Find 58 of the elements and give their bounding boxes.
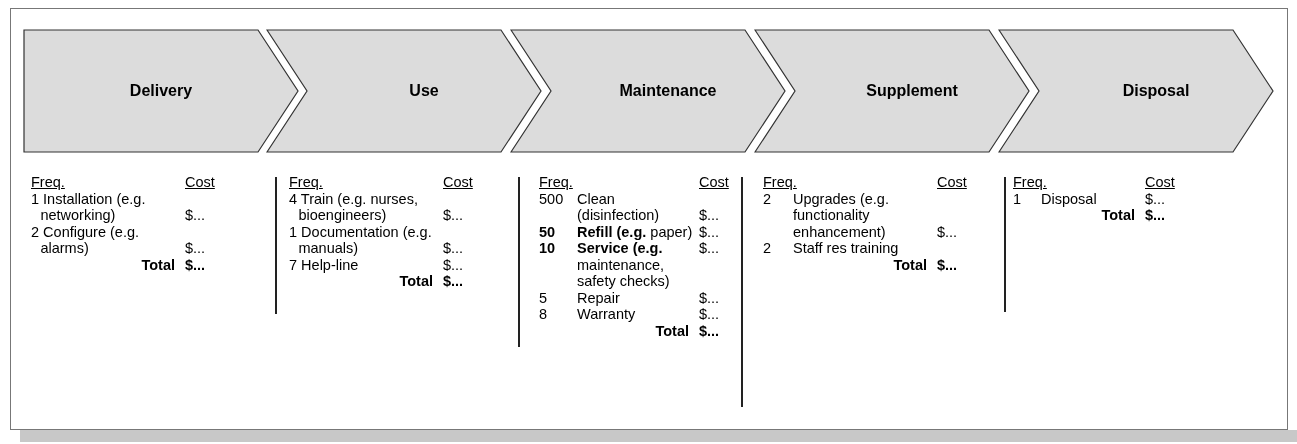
activity-text: Refill (e.g. paper) — [577, 223, 694, 240]
cost-value: $... — [185, 256, 206, 273]
column-header: Cost — [1145, 174, 1175, 191]
cost-value: $... — [1145, 190, 1166, 207]
column-header: Freq. — [1013, 174, 1047, 191]
activity-text: Upgrades (e.g. functionality enhancement) — [793, 190, 890, 240]
cost-value: $... — [185, 207, 206, 224]
cost-value: $... — [937, 223, 958, 240]
column-header: Freq. — [31, 174, 65, 191]
activity-text: 2 Configure (e.g. alarms) — [31, 223, 140, 257]
activity-text: Disposal — [1041, 190, 1098, 207]
stage-title: Use — [409, 82, 439, 100]
cost-value: $... — [1145, 207, 1166, 224]
cost-value: $... — [699, 240, 720, 257]
frequency-value: 50 — [539, 223, 557, 240]
column-header: Cost — [185, 174, 215, 191]
cost-value: $... — [699, 207, 720, 224]
column-header: Freq. — [539, 174, 573, 191]
frequency-value: 5 — [539, 289, 549, 306]
frequency-value: 1 — [1013, 190, 1023, 207]
total-label: Total — [1101, 207, 1136, 224]
column-header: Freq. — [763, 174, 797, 191]
activity-text: Service (e.g. maintenance, safety checks) — [577, 240, 671, 290]
column-header: Cost — [699, 174, 729, 191]
cost-value: $... — [699, 322, 720, 339]
cost-value: $... — [699, 289, 720, 306]
total-label: Total — [893, 256, 928, 273]
activity-text: 4 Train (e.g. nurses, bioengineers) — [289, 190, 419, 224]
cost-value: $... — [699, 223, 720, 240]
stage-title: Maintenance — [619, 82, 717, 100]
frequency-value: 500 — [539, 190, 565, 209]
frequency-value: 8 — [539, 306, 549, 323]
total-label: Total — [141, 256, 176, 273]
cost-value: $... — [937, 256, 958, 273]
frequency-value: 2 — [763, 190, 773, 209]
frequency-value: 10 — [539, 240, 557, 258]
frequency-value: 2 — [763, 240, 773, 257]
column-header: Freq. — [289, 174, 323, 191]
stage-title: Disposal — [1122, 82, 1190, 100]
activity-text: Warranty — [577, 306, 637, 323]
stage-title: Supplement — [866, 82, 958, 100]
stage-title: Delivery — [129, 82, 193, 100]
activity-text: Clean (disinfection) — [577, 190, 661, 224]
column-header: Cost — [937, 174, 967, 191]
cost-value: $... — [699, 306, 720, 323]
activity-text: Staff res training — [793, 240, 900, 257]
total-label: Total — [655, 322, 690, 339]
activity-text: 1 Documentation (e.g. manuals) — [289, 223, 433, 257]
cost-value: $... — [443, 256, 464, 273]
activity-text: 7 Help-line — [289, 256, 360, 273]
activity-text: Repair — [577, 289, 621, 306]
cost-value: $... — [443, 273, 464, 290]
activity-text: 1 Installation (e.g. networking) — [31, 190, 147, 224]
cost-value: $... — [185, 240, 206, 257]
total-label: Total — [399, 273, 434, 290]
column-header: Cost — [443, 174, 473, 191]
cost-value: $... — [443, 240, 464, 257]
cost-value: $... — [443, 207, 464, 224]
